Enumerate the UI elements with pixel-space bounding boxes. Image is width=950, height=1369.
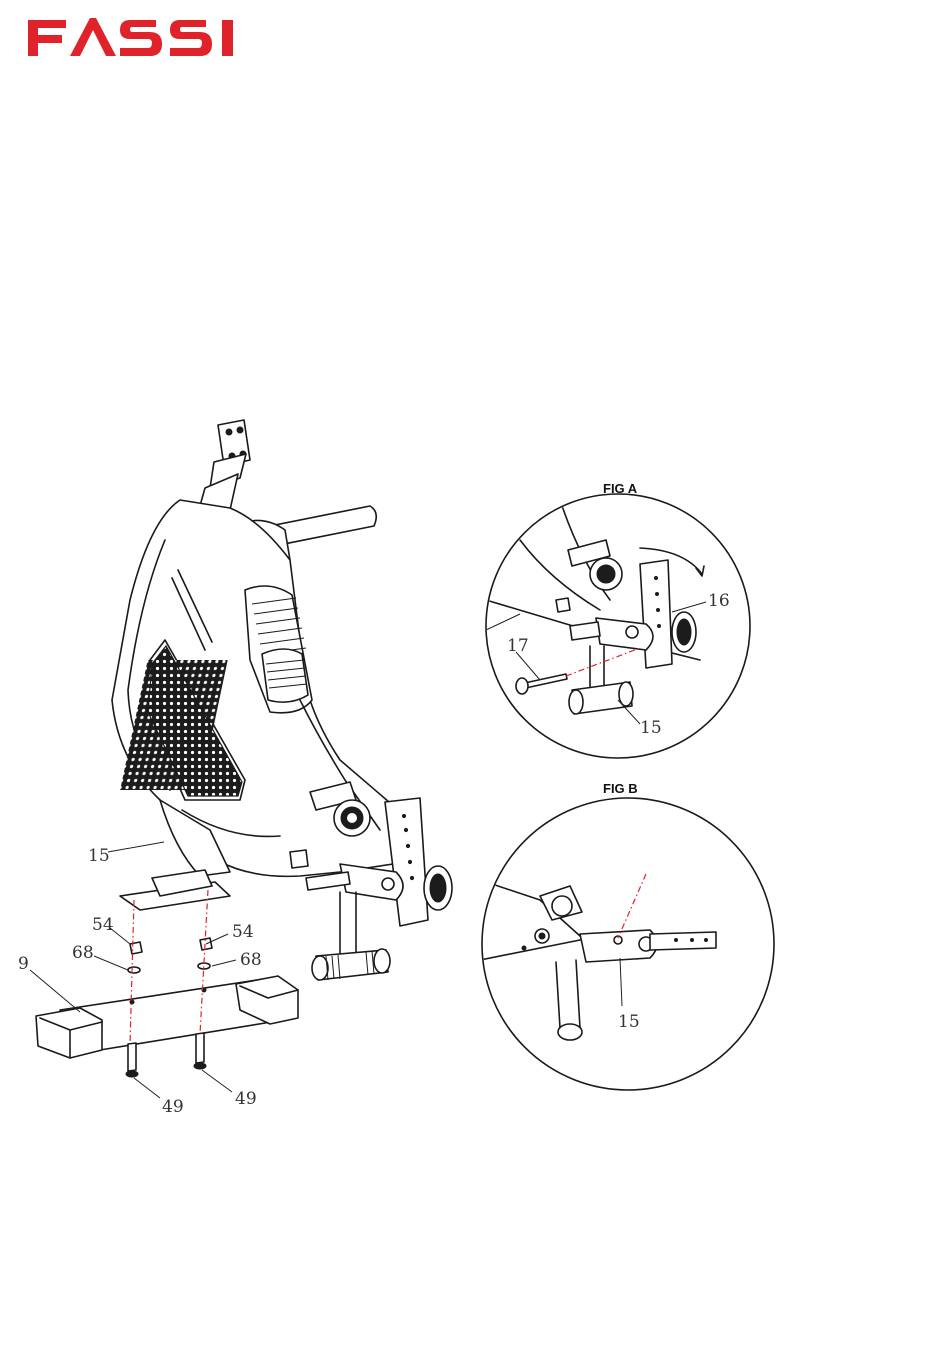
callout-main-15: 15 [88, 846, 110, 866]
roller-wheels [312, 949, 390, 980]
callout-main-54-right: 54 [232, 922, 254, 942]
fig-a-title: FIG A [603, 481, 638, 496]
fig-b-title: FIG B [603, 781, 638, 796]
callout-fig-a-17: 17 [507, 636, 529, 656]
rower-main-view [30, 420, 452, 1098]
fig-a-detail [486, 494, 750, 758]
callout-fig-a-16: 16 [708, 591, 730, 611]
callout-fig-a-15: 15 [640, 718, 662, 738]
front-stabilizer [36, 976, 298, 1058]
callout-main-68-right: 68 [240, 950, 262, 970]
callout-main-49-left: 49 [162, 1097, 184, 1117]
callout-main-54-left: 54 [92, 915, 114, 935]
callout-fig-b-15: 15 [618, 1012, 640, 1032]
callout-main-9: 9 [18, 954, 29, 974]
callout-main-49-right: 49 [235, 1089, 257, 1109]
fig-b-detail [480, 798, 774, 1090]
callout-main-68-left: 68 [72, 943, 94, 963]
